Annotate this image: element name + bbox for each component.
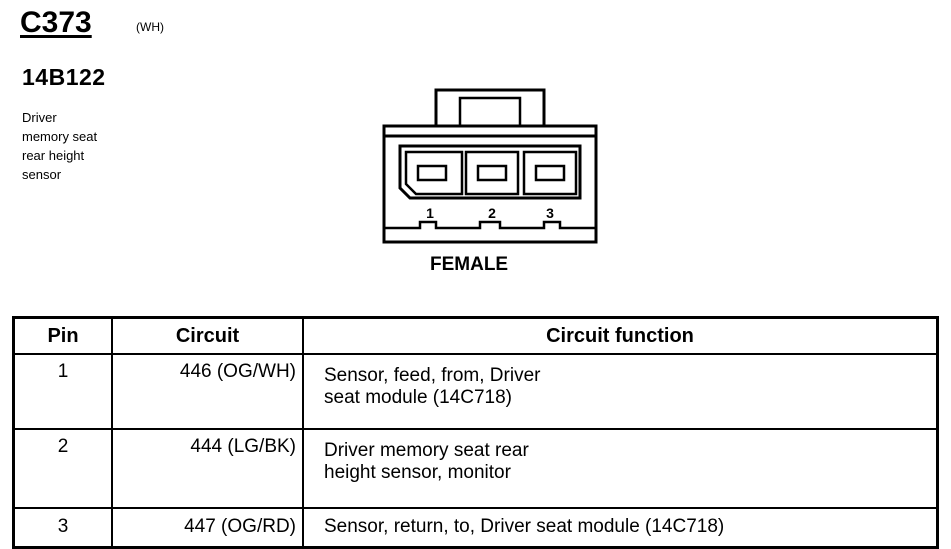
circuit-cell: 444 (LG/BK) (111, 428, 304, 509)
connector-key-ridge (384, 220, 596, 230)
table-row: 3 447 (OG/RD) Sensor, return, to, Driver… (12, 507, 939, 549)
cavity-1 (404, 150, 464, 196)
circuit-cell: 447 (OG/RD) (111, 507, 304, 549)
table-header-row: Pin Circuit Circuit function (12, 316, 939, 355)
function-line: Sensor, return, to, Driver seat module (… (324, 516, 725, 537)
terminal-2 (476, 164, 508, 182)
cavity-3 (522, 150, 578, 196)
table-row: 2 444 (LG/BK) Driver memory seat rear he… (12, 428, 939, 509)
cavity-2 (464, 150, 520, 196)
pin-cell: 3 (12, 507, 113, 549)
terminal-1 (416, 164, 448, 182)
connector-face-diagram: 1 2 3 (382, 88, 598, 244)
function-cell: Sensor, return, to, Driver seat module (… (302, 507, 939, 549)
pin-label-2: 2 (488, 205, 496, 221)
table-row: 1 446 (OG/WH) Sensor, feed, from, Driver… (12, 353, 939, 430)
connector-body (382, 124, 598, 244)
connector-id: C373 (20, 6, 92, 39)
description-line: Driver (22, 110, 57, 125)
column-header-pin: Pin (12, 316, 113, 355)
terminal-3 (534, 164, 566, 182)
function-cell: Sensor, feed, from, Driver seat module (… (302, 353, 939, 430)
connector-latch-inner (458, 96, 522, 128)
description-line: rear height (22, 148, 85, 163)
pin-cell: 2 (12, 428, 113, 509)
connector-latch (434, 88, 546, 126)
function-line: Driver memory seat rear (324, 440, 529, 461)
description-line: memory seat (22, 129, 98, 144)
function-line: seat module (14C718) (324, 387, 512, 408)
pin-label-3: 3 (546, 205, 554, 221)
column-header-function: Circuit function (302, 316, 939, 355)
pinout-table: Pin Circuit Circuit function 1 446 (OG/W… (12, 316, 939, 549)
part-number: 14B122 (22, 64, 106, 90)
cavity-housing (398, 144, 582, 200)
function-line: height sensor, monitor (324, 462, 511, 483)
wire-color-code: (WH) (136, 20, 164, 34)
column-header-circuit: Circuit (111, 316, 304, 355)
component-description: Driver memory seat rear height sensor (22, 108, 152, 184)
function-cell: Driver memory seat rear height sensor, m… (302, 428, 939, 509)
pin-label-1: 1 (426, 205, 434, 221)
circuit-cell: 446 (OG/WH) (111, 353, 304, 430)
pin-cell: 1 (12, 353, 113, 430)
function-line: Sensor, feed, from, Driver (324, 365, 541, 386)
connector-gender-label: FEMALE (430, 254, 509, 275)
description-line: sensor (22, 167, 62, 182)
